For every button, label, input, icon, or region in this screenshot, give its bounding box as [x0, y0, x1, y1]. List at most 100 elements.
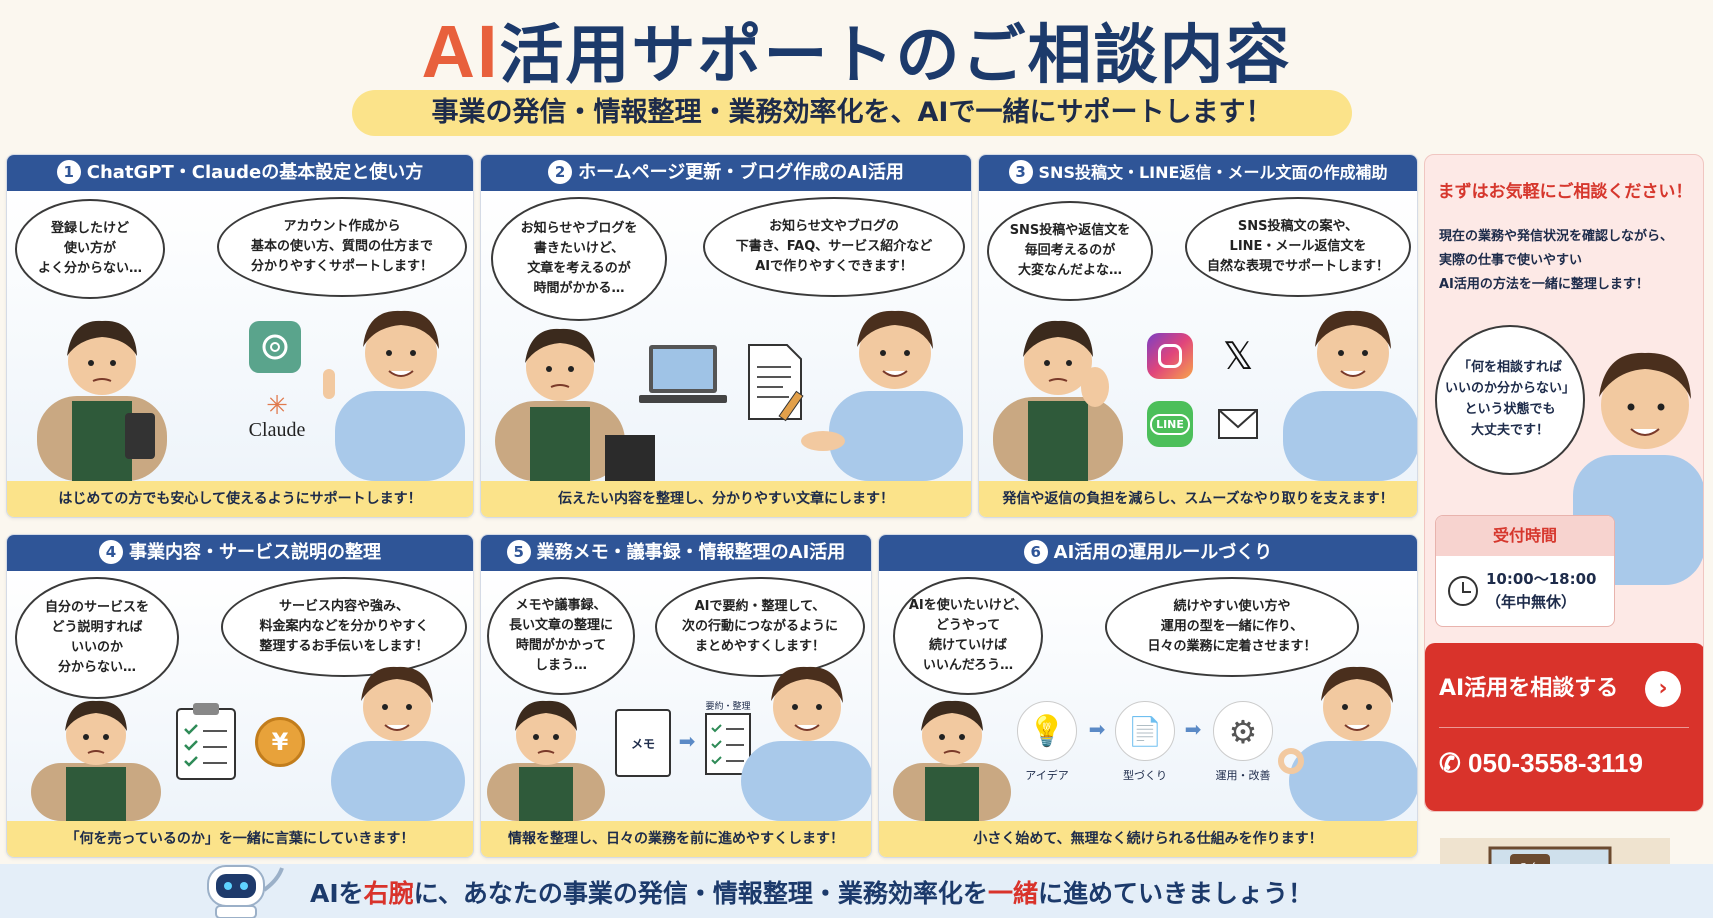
card-2-footer: 伝えたい内容を整理し、分かりやすい文章にします！ [481, 481, 971, 517]
card-5-body: メモや議事録、 長い文章の整理に 時間がかかって しまう… AIで要約・整理して… [481, 571, 871, 821]
yen-coin-icon: ¥ [255, 717, 305, 767]
phone-link[interactable]: ✆ 050-3558-3119 [1439, 741, 1699, 785]
claude-label: Claude [248, 418, 306, 441]
card-2-number: 2 [548, 160, 573, 184]
worried-person-illustration [487, 700, 605, 821]
phone-number: 050-3558-3119 [1468, 748, 1643, 778]
gear-icon: ⚙ [1213, 701, 1273, 761]
worried-person-illustration [893, 700, 1011, 821]
footer-message: AIを右腕に、あなたの事業の発信・情報整理・業務効率化を一緒に進めていきましょう… [310, 874, 1313, 910]
card-4-number: 4 [99, 540, 123, 564]
worried-bubble: メモや議事録、 長い文章の整理に 時間がかかって しまう… [487, 577, 635, 695]
footer-part1: AIを [310, 879, 364, 908]
card-4-body: 自分のサービスを どう説明すれば いいのか 分からない… サービス内容や強み、 … [7, 571, 473, 821]
footer-highlight1: 右腕 [363, 879, 414, 908]
helper-bubble: サービス内容や強み、 料金案内などを分かりやすく 整理するお手伝いをします！ [221, 577, 467, 677]
line-label: LINE [1150, 413, 1190, 435]
card-3-title: SNS投稿文・LINE返信・メール文面の作成補助 [1038, 163, 1388, 182]
lightbulb-icon: 💡 [1017, 701, 1077, 761]
helper-person-illustration [801, 310, 963, 481]
chatgpt-icon [249, 321, 301, 373]
idea-step: 💡 アイデア [1007, 701, 1087, 801]
card-3-number: 3 [1008, 160, 1033, 184]
contact-cta: AI活用を相談する › ✆ 050-3558-3119 [1425, 643, 1703, 811]
business-hours-label: 受付時間 [1436, 516, 1614, 556]
card-6-footer: 小さく始めて、無理なく続けられる仕組みを作ります！ [879, 821, 1417, 857]
card-1-title: ChatGPT・Claudeの基本設定と使い方 [86, 162, 424, 183]
footer-part2: に、あなたの事業の発信・情報整理・業務効率化を [413, 879, 988, 908]
helper-bubble: AIで要約・整理して、 次の行動につながるように まとめやすくします！ [655, 577, 865, 677]
card-1-number: 1 [56, 160, 81, 184]
card-4-title: 事業内容・サービス説明の整理 [129, 542, 381, 563]
summary-checklist-icon: 要約・整理 [701, 695, 755, 779]
business-hours-box: 受付時間 10:00〜18:00 （年中無休） [1435, 515, 1615, 627]
memo-label: メモ [630, 736, 655, 751]
consultation-sidebar: まずはお気軽にご相談ください！ 現在の業務や発信状況を確認しながら、 実際の仕事… [1424, 154, 1704, 812]
title-ai: AI [421, 10, 500, 93]
operation-label: 運用・改善 [1215, 769, 1271, 782]
worried-person-illustration [37, 320, 167, 481]
cta-divider [1439, 727, 1689, 728]
card-5-footer: 情報を整理し、日々の業務を前に進めやすくします！ [481, 821, 871, 857]
summary-label: 要約・整理 [705, 701, 751, 712]
operation-step: ⚙ 運用・改善 [1201, 701, 1285, 801]
helper-person-illustration [741, 666, 871, 821]
helper-bubble: アカウント作成から 基本の使い方、質問の仕方まで 分かりやすくサポートします！ [217, 197, 467, 297]
instagram-icon [1147, 333, 1193, 379]
document-icon: 📄 [1115, 701, 1175, 761]
helper-person-illustration [1278, 666, 1417, 821]
card-3-body: SNS投稿や返信文を 毎回考えるのが 大変なんだよな… SNS投稿文の案や、 L… [979, 191, 1417, 481]
footer-part3: に進めていきましょう！ [1037, 879, 1313, 908]
consult-ai-label: AI活用を相談する [1439, 676, 1619, 701]
card-5-number: 5 [506, 540, 531, 564]
robot-mascot-icon [207, 865, 284, 918]
subtitle-banner: 事業の発信・情報整理・業務効率化を、AIで一緒にサポートします！ [352, 90, 1352, 136]
worried-person-illustration [495, 328, 655, 481]
card-1-body: 登録したけど 使い方が よく分からない… アカウント作成から 基本の使い方、質問… [7, 191, 473, 481]
arrow-right-icon: ➡ [1088, 717, 1106, 741]
worried-bubble: 登録したけど 使い方が よく分からない… [15, 199, 165, 299]
memo-notebook-icon: メモ [615, 709, 671, 777]
card-4-header: 4 事業内容・サービス説明の整理 [7, 535, 473, 571]
worried-person-illustration [31, 700, 161, 821]
card-6-body: AIを使いたいけど、 どうやって 続けていけば いいんだろう… 続けやすい使い方… [879, 571, 1417, 821]
line-icon: LINE [1147, 401, 1193, 447]
clock-icon [1448, 576, 1478, 606]
clipboard-checklist-icon [176, 703, 236, 780]
card-6-number: 6 [1023, 540, 1048, 564]
card-2-title: ホームページ更新・ブログ作成のAI活用 [578, 162, 904, 183]
helper-person-illustration [1283, 310, 1417, 481]
phone-icon: ✆ [1439, 748, 1461, 778]
consult-ai-button[interactable]: AI活用を相談する › [1439, 667, 1689, 711]
reassurance-bubble: 「何を相談すれば いいのか分からない」 という状態でも 大丈夫です！ [1435, 325, 1585, 475]
worried-person-illustration [993, 320, 1123, 481]
idea-label: アイデア [1025, 769, 1069, 782]
title-rest: 活用サポートのご相談内容 [499, 19, 1292, 93]
helper-bubble: 続けやすい使い方や 運用の型を一緒に作り、 日々の業務に定着させます！ [1105, 577, 1359, 677]
laptop-icon [639, 345, 727, 403]
claude-icon: ✳ Claude [248, 390, 306, 441]
worried-bubble: お知らせやブログを 書きたいけど、 文章を考えるのが 時間がかかる… [491, 197, 667, 321]
footer-highlight2: 一緒 [987, 879, 1038, 908]
template-step: 📄 型づくり [1105, 701, 1185, 801]
card-5-title: 業務メモ・議事録・情報整理のAI活用 [536, 542, 846, 563]
footer-banner: AIを右腕に、あなたの事業の発信・情報整理・業務効率化を一緒に進めていきましょう… [0, 864, 1713, 918]
worried-bubble: AIを使いたいけど、 どうやって 続けていけば いいんだろう… [893, 577, 1043, 695]
template-label: 型づくり [1123, 769, 1167, 782]
card-4-footer: 「何を売っているのか」を一緒に言葉にしていきます！ [7, 821, 473, 857]
arrow-right-icon: ➡ [678, 729, 696, 753]
page-title: AI活用サポートのご相談内容 [0, 10, 1713, 94]
mail-icon [1215, 401, 1261, 447]
document-edit-icon [748, 344, 804, 422]
worried-bubble: SNS投稿や返信文を 毎回考えるのが 大変なんだよな… [987, 201, 1153, 301]
card-2-body: お知らせやブログを 書きたいけど、 文章を考えるのが 時間がかかる… お知らせ文… [481, 191, 971, 481]
yen-label: ¥ [271, 728, 289, 756]
helper-person-illustration [323, 310, 465, 481]
